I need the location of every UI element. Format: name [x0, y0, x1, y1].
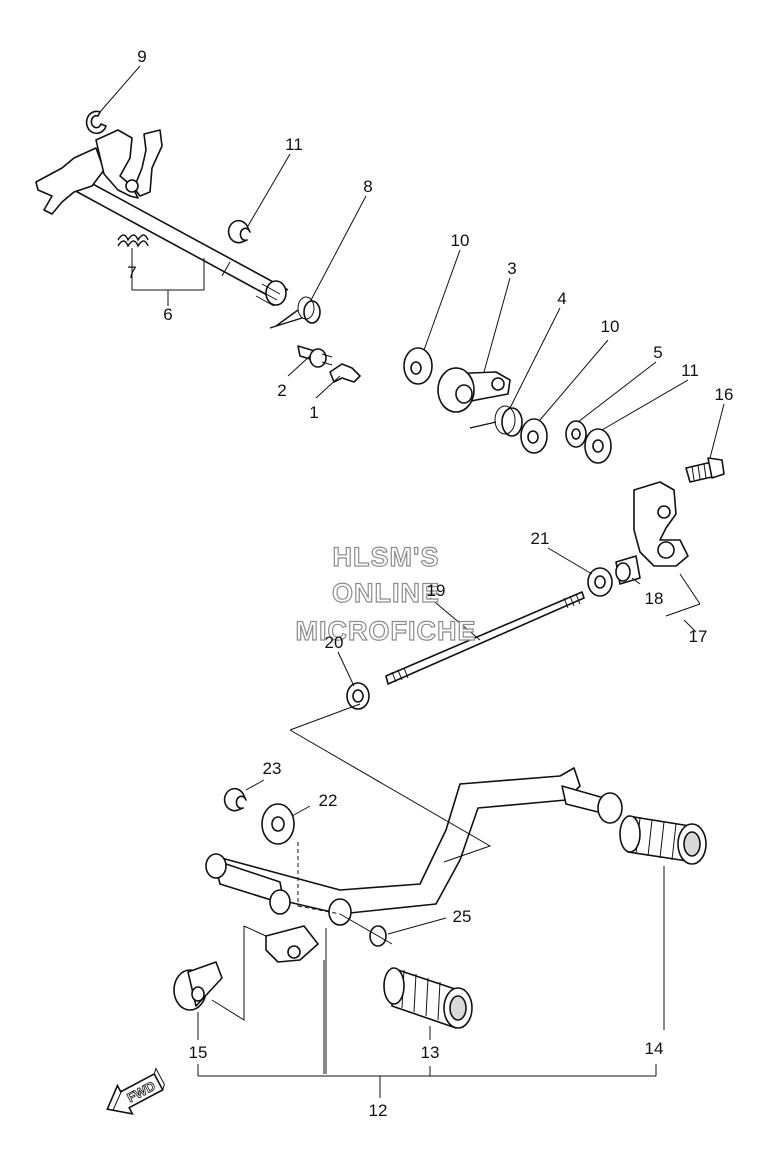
nut-22	[587, 567, 613, 597]
watermark: HLSM'S ONLINE MICROFICHE	[295, 541, 477, 646]
callout-5: 5	[653, 343, 662, 362]
shift-rod-20	[385, 591, 585, 685]
washer-23	[261, 803, 295, 845]
callout-4: 4	[557, 289, 566, 308]
nut-21	[346, 682, 370, 710]
callout-7: 7	[127, 263, 136, 282]
rubber-14	[383, 967, 473, 1029]
spring-4	[469, 405, 523, 437]
arm-3	[437, 367, 511, 413]
circlip-24	[223, 787, 247, 812]
callout-18: 17	[689, 627, 708, 646]
watermark-line-1: HLSM'S	[333, 542, 440, 572]
shift-arm-18	[615, 481, 689, 585]
callout-10a: 10	[451, 231, 470, 250]
pin-2	[297, 345, 333, 368]
callout-17: 16	[715, 385, 734, 404]
callout-10b: 10	[601, 317, 620, 336]
shift-pedal-13	[205, 767, 623, 926]
callout-9: 9	[137, 47, 146, 66]
callout-2: 2	[277, 381, 286, 400]
callout-24: 23	[263, 759, 282, 778]
callout-13: 12	[369, 1101, 388, 1120]
circlip-12	[227, 219, 251, 244]
watermark-line-2: ONLINE	[332, 578, 440, 608]
watermark-line-3: MICROFICHE	[296, 616, 477, 646]
leader-lines	[99, 65, 725, 1098]
washer-5	[565, 420, 587, 448]
washer-10b	[520, 418, 548, 454]
callout-22: 21	[531, 529, 550, 548]
circlip-9	[85, 110, 107, 135]
spring-8	[269, 296, 321, 329]
callout-3: 3	[507, 259, 516, 278]
callout-1: 1	[309, 403, 318, 422]
rubber-15	[619, 815, 707, 865]
arrow-fwd-icon: FWD	[106, 1067, 165, 1115]
callout-23: 22	[319, 791, 338, 810]
spring-7	[117, 234, 149, 248]
callout-21: 20	[325, 633, 344, 652]
callout-25: 25	[453, 907, 472, 926]
callout-19: 18	[645, 589, 664, 608]
callout-14: 13	[421, 1043, 440, 1062]
callout-15: 14	[645, 1039, 664, 1058]
bolt-17	[685, 457, 725, 483]
callout-6: 6	[163, 305, 172, 324]
callout-11: 11	[681, 361, 699, 380]
callouts: 9 11 8 10 3 4 10 5 11 16 7 6 2 1 21 19 1…	[127, 47, 733, 1120]
boot-16	[173, 961, 223, 1011]
bracket	[265, 925, 319, 963]
plate-1	[329, 363, 361, 383]
washer-10a	[403, 347, 433, 385]
callout-12: 11	[285, 135, 303, 154]
washer-11	[584, 428, 612, 464]
shift-shaft	[35, 129, 289, 307]
callout-20: 19	[427, 581, 446, 600]
callout-16: 15	[189, 1043, 208, 1062]
callout-8: 8	[363, 177, 372, 196]
